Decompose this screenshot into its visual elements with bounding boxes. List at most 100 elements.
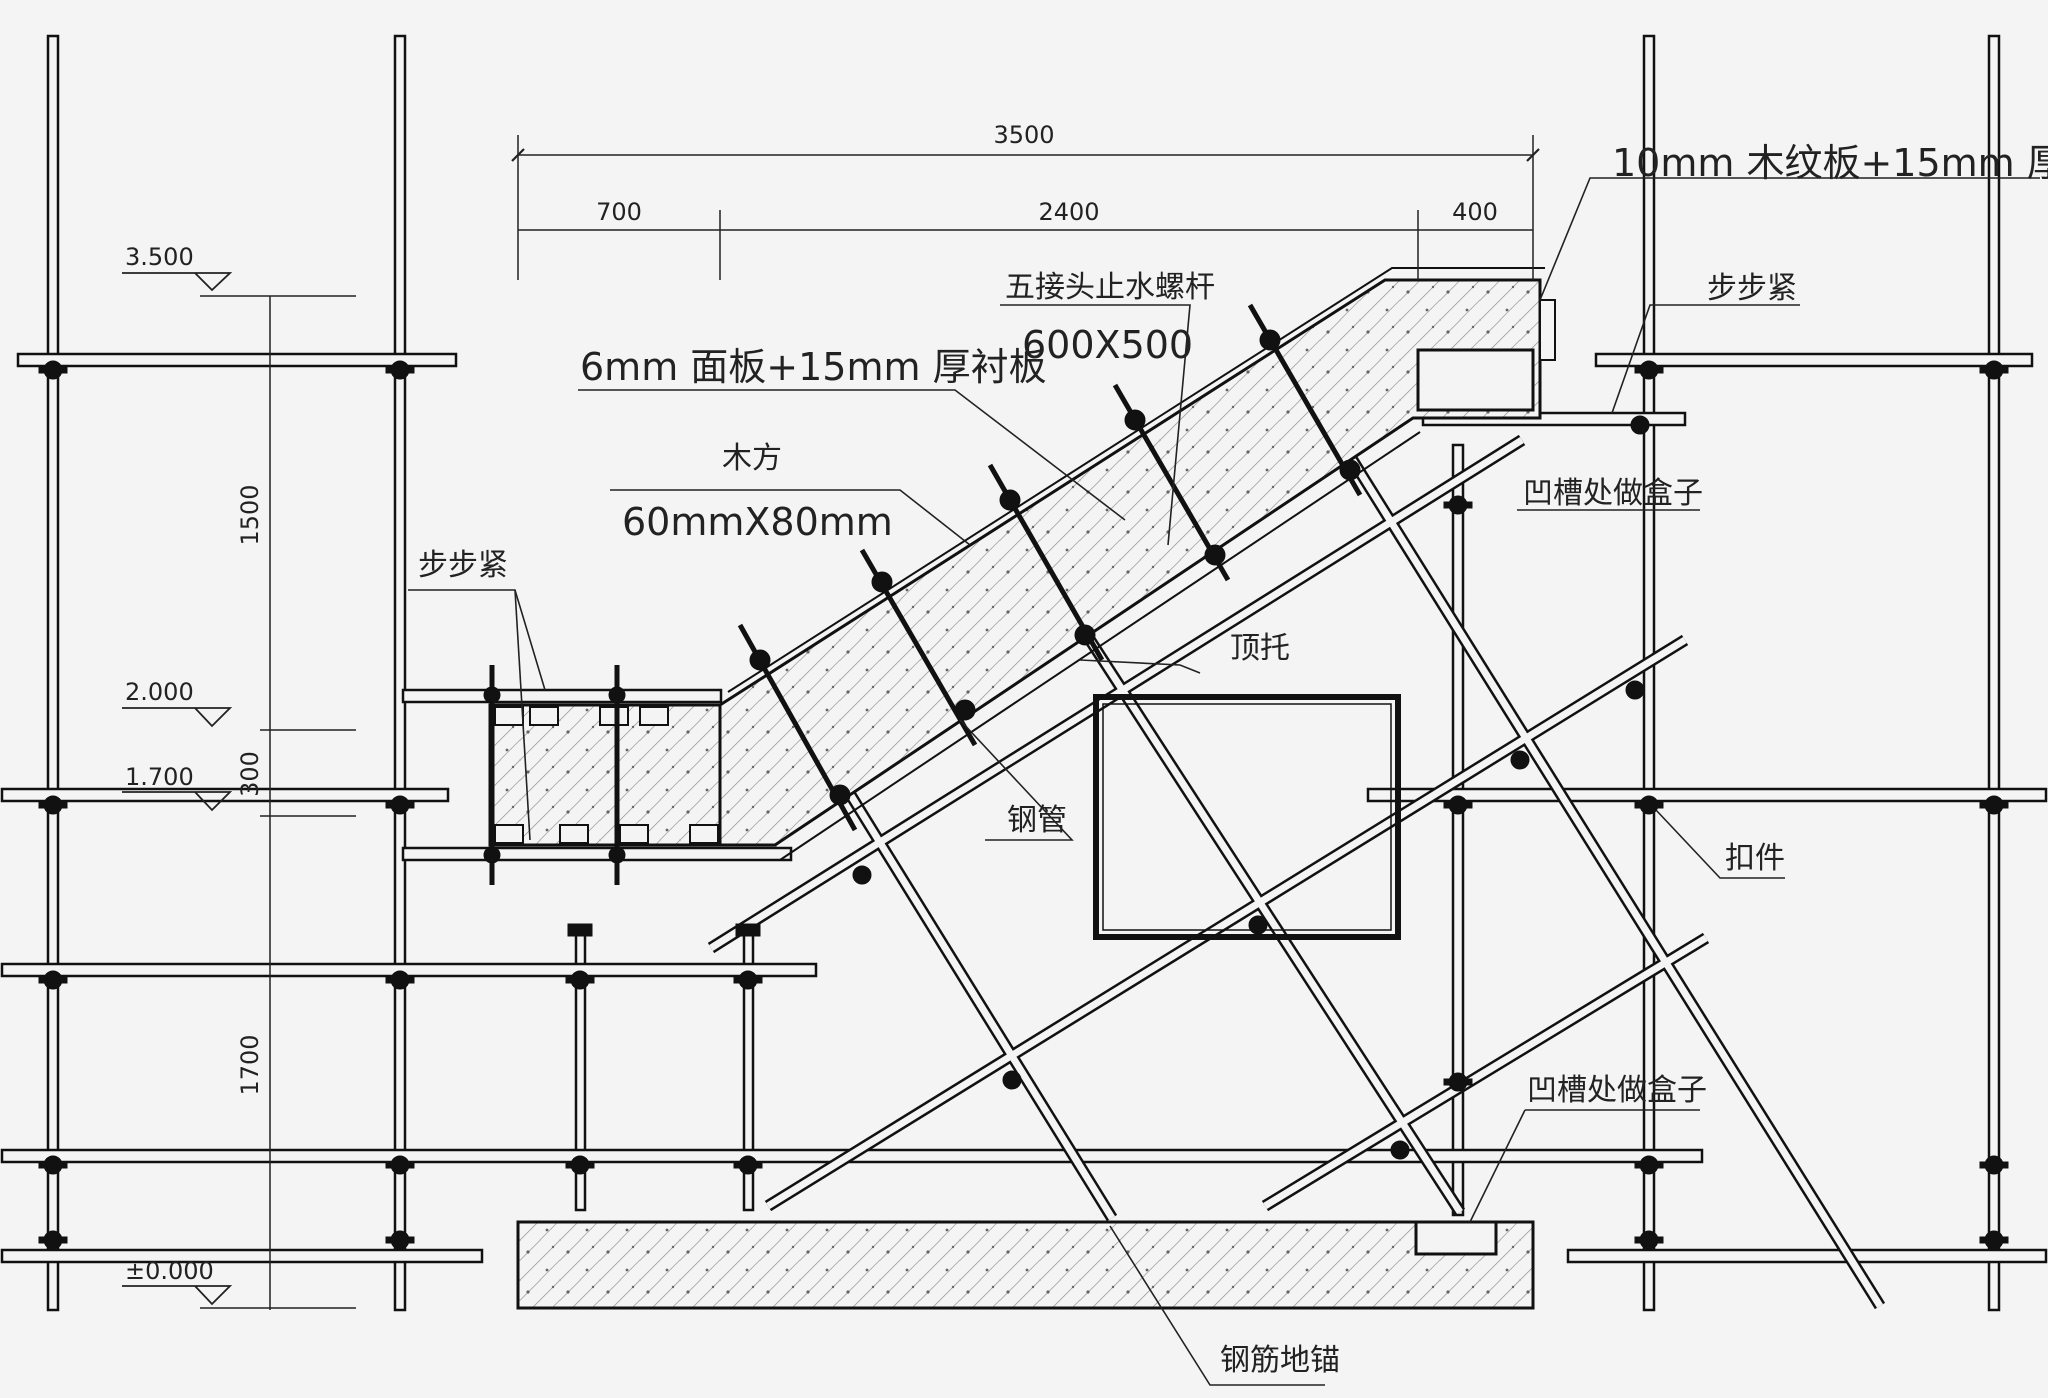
landing-board-bottom xyxy=(401,846,793,862)
coupler xyxy=(38,795,68,815)
label-steel-pipe: 钢管 xyxy=(1007,803,1067,838)
coupler xyxy=(385,360,415,380)
label-timber-size: 60mmX80mm xyxy=(622,500,893,544)
bolt-nut xyxy=(1124,409,1146,431)
bolt-nut xyxy=(749,649,771,671)
coupler xyxy=(565,1155,595,1175)
coupler xyxy=(1443,1072,1473,1092)
dimension-lines xyxy=(200,135,1540,1310)
post-mid-right xyxy=(1451,443,1465,1217)
dim-middle: 2400 xyxy=(1038,198,1099,226)
coupler xyxy=(38,970,68,990)
couplers xyxy=(38,329,2009,1250)
bolt-nut xyxy=(1339,459,1361,481)
label-groove-box-lower: 凹槽处做盒子 xyxy=(1527,1073,1707,1108)
coupler xyxy=(385,1230,415,1250)
dim-rise-upper: 1500 xyxy=(236,484,264,545)
bolt-nut xyxy=(1259,329,1281,351)
coupler xyxy=(733,970,763,990)
diagonal-braces-inner xyxy=(709,437,1883,1308)
post-far-right xyxy=(1987,34,2001,1312)
stair-concrete-section xyxy=(488,267,1556,861)
wall-opening xyxy=(1093,694,1401,940)
coupler xyxy=(385,795,415,815)
coupler xyxy=(1979,795,2009,815)
label-top-support: 顶托 xyxy=(1230,631,1290,666)
dim-right: 400 xyxy=(1452,198,1498,226)
elevation-top: 3.500 xyxy=(125,243,194,271)
dim-total: 3500 xyxy=(993,121,1054,149)
ledger-right-790 xyxy=(1366,787,2048,803)
elevation-markers xyxy=(122,272,233,1306)
bolt-nut xyxy=(608,846,626,864)
coupler xyxy=(1625,680,1645,700)
coupler xyxy=(565,970,595,990)
coupler xyxy=(1634,360,1664,380)
label-ground-anchor: 钢筋地锚 xyxy=(1220,1343,1340,1378)
ledger-right-350 xyxy=(1594,352,2034,368)
ledger-left-1255 xyxy=(0,1248,484,1264)
bolt-nut xyxy=(1074,624,1096,646)
post-left xyxy=(393,34,407,1312)
post-right xyxy=(1642,34,1656,1312)
ledger-left-970 xyxy=(0,962,818,978)
coupler xyxy=(1248,915,1268,935)
dim-rise-lower: 1700 xyxy=(236,1034,264,1095)
jack-base xyxy=(567,923,593,937)
bolt-nut xyxy=(483,846,501,864)
ledger-left-790 xyxy=(0,787,450,803)
leader-lines xyxy=(408,177,2040,1386)
bolt-nut xyxy=(829,784,851,806)
coupler xyxy=(385,970,415,990)
coupler xyxy=(38,1230,68,1250)
groove-box-bottom xyxy=(1414,1220,1498,1256)
scaffold-posts xyxy=(46,34,2001,1312)
coupler xyxy=(385,1155,415,1175)
coupler xyxy=(38,1155,68,1175)
dim-left: 700 xyxy=(596,198,642,226)
ledger-left-350 xyxy=(16,352,458,368)
scaffold-ledgers xyxy=(0,352,2048,1264)
coupler xyxy=(1979,1230,2009,1250)
bolt-nut xyxy=(871,571,893,593)
label-bolt-size: 600X500 xyxy=(1022,323,1193,367)
elevation-landing: 2.000 xyxy=(125,678,194,706)
bolt-nut xyxy=(483,686,501,704)
jack-base xyxy=(735,923,761,937)
label-step-clamp-left: 步步紧 xyxy=(418,548,508,583)
post-far-left xyxy=(46,34,60,1312)
coupler xyxy=(1002,1070,1022,1090)
coupler xyxy=(733,1155,763,1175)
label-bolt: 五接头止水螺杆 xyxy=(1005,270,1215,305)
label-timber: 木方 xyxy=(722,441,782,476)
landing-timbers xyxy=(494,706,719,844)
label-face-panel: 6mm 面板+15mm 厚衬板 xyxy=(580,345,1047,389)
bolt-nut xyxy=(608,686,626,704)
coupler xyxy=(1510,750,1530,770)
ground-slab xyxy=(516,1220,1535,1310)
bolt-nut xyxy=(999,489,1021,511)
elevation-mid: 1.700 xyxy=(125,763,194,791)
coupler xyxy=(1443,495,1473,515)
coupler xyxy=(852,865,872,885)
label-groove-box-upper: 凹槽处做盒子 xyxy=(1523,476,1703,511)
coupler xyxy=(1634,795,1664,815)
label-step-clamp-right: 步步紧 xyxy=(1707,271,1797,306)
label-upper-form: 10mm 木纹板+15mm 厚衬板 xyxy=(1612,141,2048,185)
bolt-nut xyxy=(954,699,976,721)
landing-board-top xyxy=(401,688,723,704)
coupler xyxy=(1390,1140,1410,1160)
coupler xyxy=(1443,795,1473,815)
coupler xyxy=(1630,415,1650,435)
diagonal-braces xyxy=(707,434,1886,1310)
coupler xyxy=(38,360,68,380)
inclined-slab xyxy=(718,278,1542,847)
dim-rise-mid: 300 xyxy=(236,751,264,797)
elevation-ground: ±0.000 xyxy=(125,1257,214,1285)
coupler xyxy=(1634,1155,1664,1175)
ledger-right-1255 xyxy=(1566,1248,2048,1264)
top-beam-box xyxy=(1416,348,1535,412)
coupler xyxy=(1979,360,2009,380)
bolt-nut xyxy=(1204,544,1226,566)
